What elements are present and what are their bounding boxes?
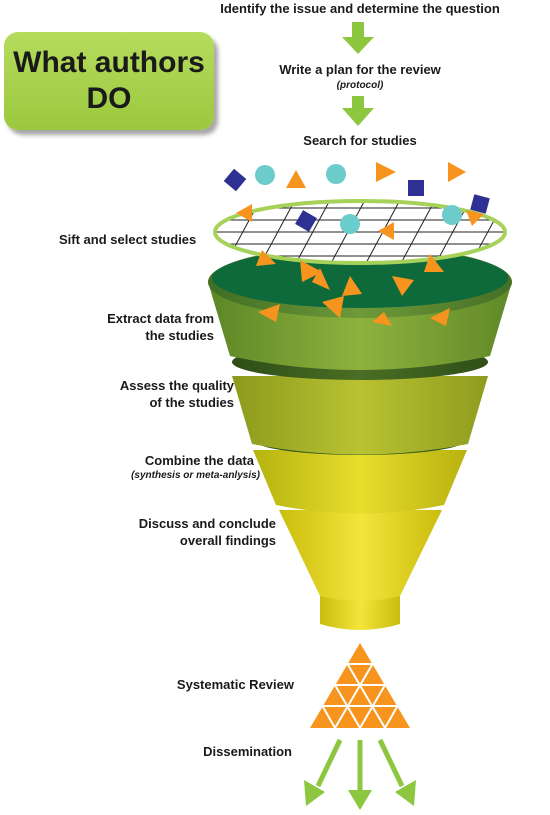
sift-grid xyxy=(213,199,507,265)
step-extract-line-1: Extract data from xyxy=(107,311,214,326)
step-sift: Sift and select studies xyxy=(59,232,197,247)
title-line-2: DO xyxy=(86,82,132,115)
step-systematic-review: Systematic Review xyxy=(176,677,294,692)
step-discuss: Discuss and conclude overall findings xyxy=(100,515,276,549)
step-dissemination: Dissemination xyxy=(203,744,292,759)
step-search: Search for studies xyxy=(303,133,417,148)
step-identify: Identify the issue and determine the que… xyxy=(220,1,500,16)
step-assess: Assess the quality of the studies xyxy=(40,377,234,411)
step-combine: Combine the data xyxy=(144,453,254,468)
dissemination-arrows-icon xyxy=(304,738,416,810)
title-line-1: What authors xyxy=(13,46,205,79)
step-discuss-line-2: overall findings xyxy=(179,533,276,548)
step-discuss-line-1: Discuss and conclude xyxy=(138,516,276,531)
step-extract: Extract data from the studies xyxy=(40,310,214,344)
step-plan-note: (protocol) xyxy=(336,80,384,91)
down-arrow-icon xyxy=(342,96,374,126)
funnel xyxy=(208,246,512,630)
step-plan: Write a plan for the review xyxy=(279,62,441,77)
step-combine-note: (synthesis or meta-anlysis) xyxy=(131,470,260,481)
step-assess-line-2: of the studies xyxy=(149,395,234,410)
step-assess-line-1: Assess the quality xyxy=(119,378,234,393)
systematic-review-pyramid xyxy=(310,643,410,729)
step-extract-line-2: the studies xyxy=(145,328,214,343)
down-arrow-icon xyxy=(342,22,374,54)
study-shapes xyxy=(223,162,490,326)
title-box: What authors DO xyxy=(4,32,214,130)
